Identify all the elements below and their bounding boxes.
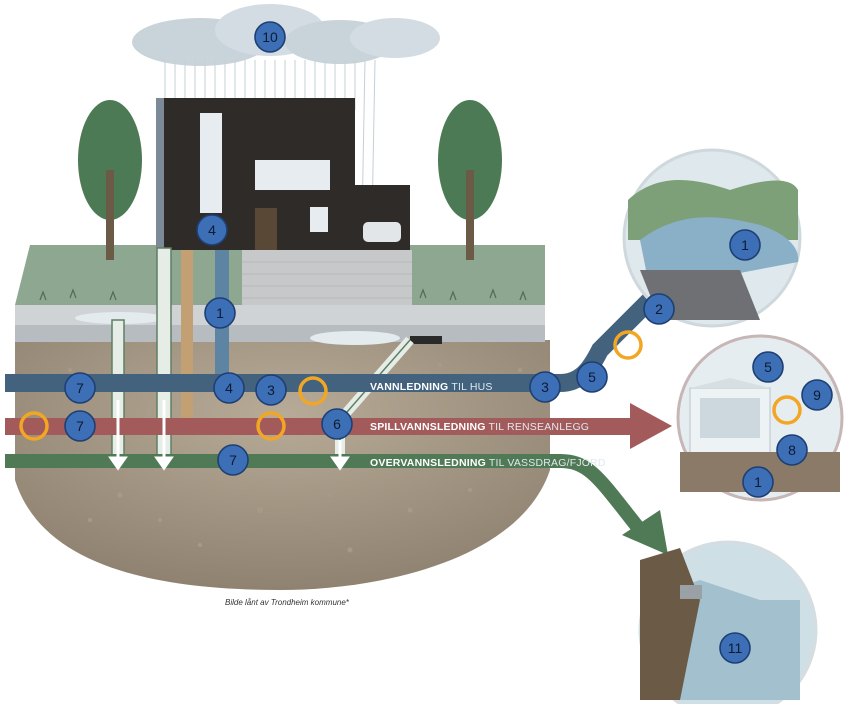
badge-5-water-number: 5 <box>588 369 596 385</box>
badge-9-number: 9 <box>813 387 821 403</box>
house <box>156 98 410 250</box>
storm-pipe-label-bold: OVERVANNSLEDNING <box>370 457 486 469</box>
water-pipe-label-rest: TIL HUS <box>448 381 492 393</box>
tree-left <box>78 100 142 260</box>
sewage-pipe-label: SPILLVANNSLEDNING TIL RENSEANLEGG <box>370 421 589 433</box>
water-pipe-label: VANNLEDNING TIL HUS <box>370 381 493 393</box>
badge-8-number: 8 <box>788 442 796 458</box>
badge-6: 6 <box>321 408 353 440</box>
badge-1-river-number: 1 <box>741 237 749 253</box>
badge-3-water-right: 3 <box>529 371 561 403</box>
badge-1-service-number: 1 <box>216 305 224 321</box>
badge-6-number: 6 <box>333 416 341 432</box>
tree-right <box>438 100 502 260</box>
badge-4-house: 4 <box>196 214 228 246</box>
badge-2-number: 2 <box>655 301 663 317</box>
badge-10: 10 <box>254 21 286 53</box>
badge-7-sewage: 7 <box>64 410 96 442</box>
badge-1-plant: 1 <box>742 466 774 498</box>
badge-11-number: 11 <box>728 640 743 656</box>
badge-10-number: 10 <box>262 29 278 45</box>
storm-pipe-label-rest: TIL VASSDRAG/FJORD <box>486 457 606 469</box>
badge-7-storm-number: 7 <box>229 452 237 468</box>
badge-7-storm: 7 <box>217 444 249 476</box>
image-credit: Bilde lånt av Trondheim kommune* <box>225 598 350 607</box>
badge-7-sewage-number: 7 <box>76 418 84 434</box>
sewage-pipe-label-rest: TIL RENSEANLEGG <box>486 421 590 433</box>
badge-1-service: 1 <box>204 297 236 329</box>
badge-3-water-left: 3 <box>255 374 287 406</box>
pump-icon <box>19 330 802 441</box>
fjord-circle <box>638 540 818 704</box>
badge-1-plant-number: 1 <box>754 474 762 490</box>
badge-3-water-left-number: 3 <box>267 382 275 398</box>
badge-5-water: 5 <box>576 361 608 393</box>
river-circle <box>622 148 802 328</box>
badge-7-water-number: 7 <box>76 380 84 396</box>
badge-1-river: 1 <box>729 229 761 261</box>
sewage-pipe-label-bold: SPILLVANNSLEDNING <box>370 421 486 433</box>
badge-5-plant: 5 <box>752 351 784 383</box>
storm-pipe <box>5 454 668 555</box>
badge-4-water: 4 <box>213 372 245 404</box>
badge-4-house-number: 4 <box>208 222 216 238</box>
badge-9: 9 <box>801 379 833 411</box>
water-pipe-label-bold: VANNLEDNING <box>370 381 448 393</box>
badge-7-water: 7 <box>64 372 96 404</box>
badge-5-plant-number: 5 <box>764 359 772 375</box>
badge-3-water-right-number: 3 <box>541 379 549 395</box>
badge-4-water-number: 4 <box>225 380 233 396</box>
storm-pipe-label: OVERVANNSLEDNING TIL VASSDRAG/FJORD <box>370 457 606 469</box>
badge-11: 11 <box>719 632 751 664</box>
badge-8: 8 <box>776 434 808 466</box>
badge-2: 2 <box>643 293 675 325</box>
drain-arrows <box>108 400 350 471</box>
